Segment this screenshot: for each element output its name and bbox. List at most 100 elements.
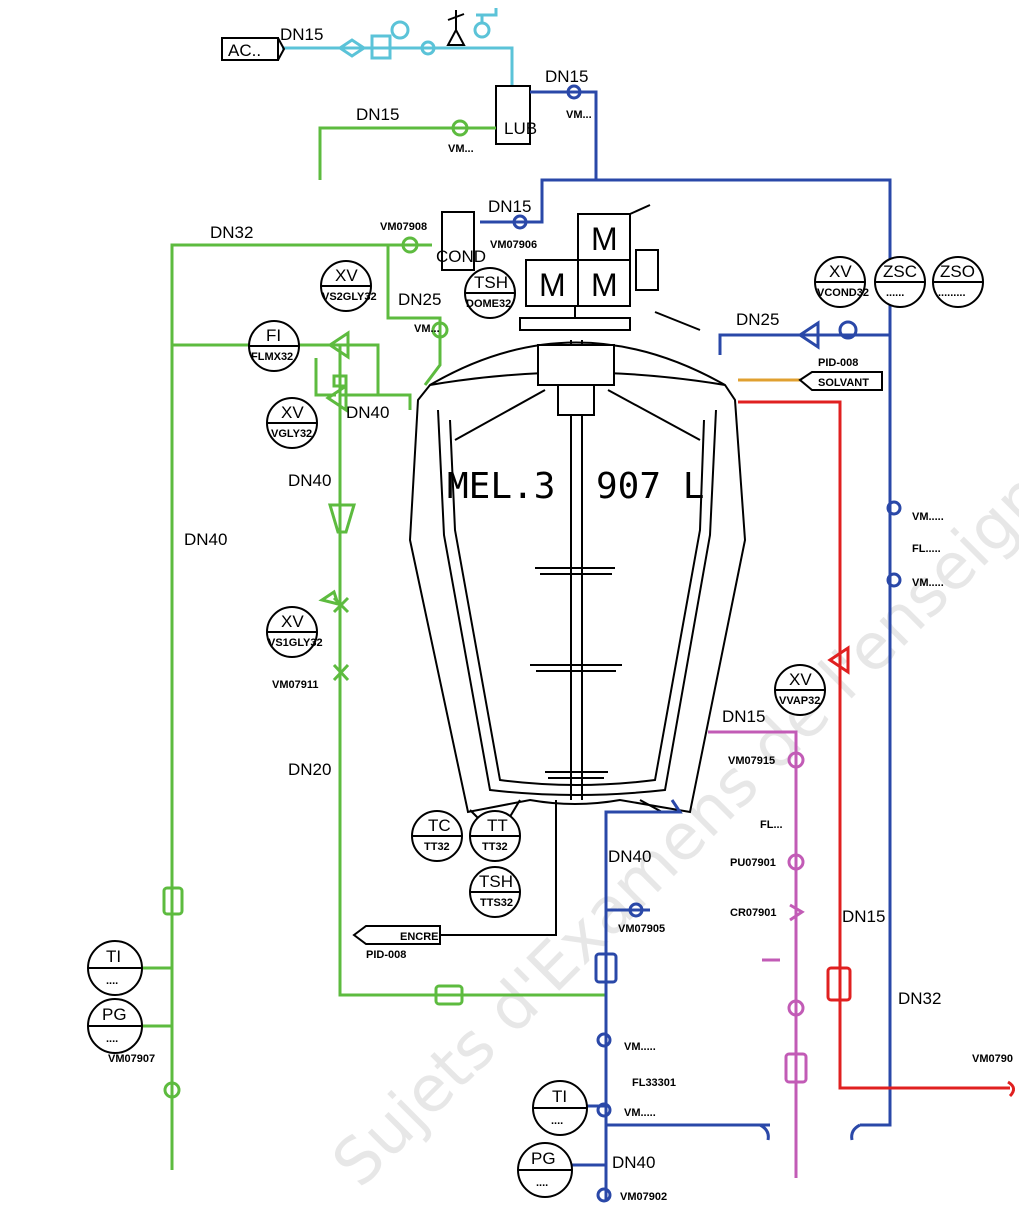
svg-text:XV: XV (281, 403, 304, 422)
instrument-xv-vcond32[interactable]: XV VCOND32 (814, 256, 869, 308)
instrument-pg-bottom[interactable]: PG .... (517, 1142, 573, 1198)
pipe-size-dn40-a: DN40 (346, 403, 389, 422)
valve-tag-cr07901: CR07901 (730, 907, 776, 919)
valve-tag-vm-b2: VM..... (624, 1107, 656, 1119)
glycol-line (140, 119, 606, 1170)
motor-1: M (591, 221, 618, 257)
instrument-xv-vs2gly32[interactable]: XV VS2GLY32 (320, 260, 377, 312)
svg-text:XV: XV (829, 262, 852, 281)
valve-tag-vm-r2: VM..... (912, 577, 944, 589)
condenser[interactable] (441, 211, 475, 271)
pipe-size-dn32-right: DN32 (898, 989, 941, 1008)
instrument-ti-bottom[interactable]: TI .... (532, 1080, 588, 1136)
valve-tag-vm07905: VM07905 (618, 923, 665, 935)
instrument-tsh-dome[interactable]: TSH DOME32 (464, 267, 516, 319)
valve-tag-vm0790: VM0790 (972, 1053, 1013, 1065)
encre-line (440, 800, 557, 936)
instrument-tsh-tts32[interactable]: TSH TTS32 (469, 866, 521, 918)
steam-line (738, 400, 1015, 1098)
encre-offpage[interactable] (352, 925, 441, 945)
motor-group[interactable]: M M M (519, 204, 701, 331)
instrument-zso[interactable]: ZSO ......... (932, 256, 984, 308)
ac-box-arrow (277, 37, 286, 61)
instrument-fi[interactable]: FI FLMX32 (248, 320, 300, 372)
svg-text:DOME32: DOME32 (466, 298, 511, 310)
svg-text:TSH: TSH (474, 273, 508, 292)
pipe-size-dn40-bottom: DN40 (612, 1153, 655, 1172)
valve-tag-vm07906: VM07906 (490, 239, 537, 251)
valve-tag-vm-dn25: VM... (414, 323, 440, 335)
pipe-size-dn25-right: DN25 (736, 310, 779, 329)
svg-text:VGLY32: VGLY32 (271, 428, 312, 440)
svg-text:PG: PG (531, 1149, 556, 1168)
solvant-offpage[interactable] (798, 371, 883, 391)
svg-text:....: .... (106, 975, 118, 987)
valve-vcond32-icon[interactable] (797, 320, 820, 350)
instrument-pg-left[interactable]: PG .... (87, 998, 143, 1054)
lub-label: LUB (504, 119, 537, 138)
valve-tag-pu07901: PU07901 (730, 857, 776, 869)
product-line (708, 730, 808, 1178)
actuator-vgly32-icon (332, 374, 348, 388)
solvant-pid: PID-008 (818, 357, 858, 369)
valve-tag-vm07902: VM07902 (620, 1191, 667, 1203)
svg-text:TTS32: TTS32 (480, 897, 513, 909)
svg-text:VVAP32: VVAP32 (779, 695, 820, 707)
vessel[interactable]: MEL.3 907 L (408, 340, 747, 831)
pipe-size-dn40-drain: DN40 (608, 847, 651, 866)
motor-2: M (539, 267, 566, 303)
valve-vvap32-icon[interactable] (827, 645, 850, 675)
instrument-xv-vvap32[interactable]: XV VVAP32 (774, 664, 826, 716)
pressure-valve-icon[interactable] (446, 10, 466, 46)
filter-icon (337, 38, 367, 58)
instrument-xv-vs1gly32[interactable]: XV VS1GLY32 (266, 606, 323, 658)
svg-text:TSH: TSH (479, 872, 513, 891)
cond-label: COND (436, 247, 486, 266)
valve-tag-fl-r: FL..... (912, 543, 941, 555)
svg-text:TC: TC (428, 816, 451, 835)
ac-label: AC.. (228, 41, 261, 60)
svg-text:TT: TT (487, 816, 508, 835)
svg-text:TI: TI (106, 947, 121, 966)
instrument-tt[interactable]: TT TT32 (469, 810, 521, 862)
instrument-tc[interactable]: TC TT32 (411, 810, 463, 862)
svg-text:TT32: TT32 (482, 841, 508, 853)
watermark: Sujets d'Examens de l'enseignement (319, 313, 1019, 1202)
svg-text:....: .... (106, 1033, 118, 1045)
pipe-size-dn15-red: DN15 (842, 907, 885, 926)
valve-vs2gly32-icon[interactable] (327, 330, 350, 360)
valve-tag-vm07915: VM07915 (728, 755, 775, 767)
instrument-zsc[interactable]: ZSC ...... (874, 256, 926, 308)
encre-label: ENCRE (400, 931, 439, 943)
valve-tag-vm-green: VM... (448, 143, 474, 155)
instrument-ti-left[interactable]: TI .... (87, 940, 143, 996)
valve-vs1gly32-icon[interactable] (318, 589, 341, 607)
lub-unit[interactable] (495, 85, 531, 145)
pipe-size-dn15-lub: DN15 (545, 67, 588, 86)
pipe-size-dn15-cond: DN15 (488, 197, 531, 216)
vessel-volume: 907 L (596, 466, 704, 507)
valve-tag-vm07907: VM07907 (108, 1053, 155, 1065)
instrument-xv-vgly32[interactable]: XV VGLY32 (266, 397, 318, 449)
svg-text:ZSC: ZSC (883, 262, 917, 281)
valve-vgly32-icon[interactable] (325, 383, 348, 413)
svg-text:VS2GLY32: VS2GLY32 (322, 291, 377, 303)
air-line (282, 8, 514, 86)
valve-tag-vm07908: VM07908 (380, 221, 427, 233)
solvant-label: SOLVANT (818, 377, 869, 389)
svg-text:....: .... (551, 1115, 563, 1127)
svg-text:FLMX32: FLMX32 (251, 351, 293, 363)
svg-text:VS1GLY32: VS1GLY32 (268, 637, 323, 649)
pipe-size-dn15-green: DN15 (356, 105, 399, 124)
svg-text:XV: XV (335, 266, 358, 285)
valve-tag-fl33301: FL33301 (632, 1077, 676, 1089)
svg-text:ZSO: ZSO (940, 262, 975, 281)
pipe-size-dn40-b: DN40 (288, 471, 331, 490)
pipe-size-ac: DN15 (280, 25, 323, 44)
pipe-size-dn20: DN20 (288, 760, 331, 779)
pipe-size-dn25-left: DN25 (398, 290, 441, 309)
valve-tag-vm-r1: VM..... (912, 511, 944, 523)
svg-text:FI: FI (266, 326, 281, 345)
svg-text:PG: PG (102, 1005, 127, 1024)
